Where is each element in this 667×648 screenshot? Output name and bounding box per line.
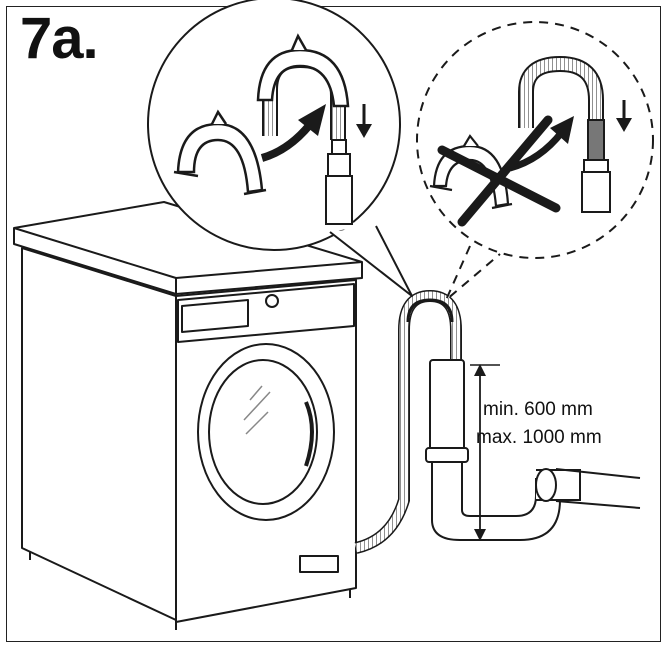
dimension-arrow-down: [474, 529, 486, 541]
cross-icon: [437, 115, 561, 227]
waste-pipe-end: [535, 468, 557, 502]
detergent-drawer: [181, 299, 249, 333]
max-height-label: max. 1000 mm: [476, 427, 602, 448]
service-flap: [299, 555, 339, 573]
drain-hose: [354, 289, 462, 554]
standpipe: [425, 359, 641, 541]
program-knob: [265, 294, 279, 308]
machine-side: [21, 247, 177, 621]
door-glass: [208, 359, 318, 505]
pipe-coupling: [425, 447, 469, 463]
washing-machine: [13, 201, 363, 630]
standpipe-detail: [325, 175, 353, 225]
hose-guide-mounted: [256, 33, 350, 108]
detail-correct: [147, 0, 413, 297]
detail-incorrect: [416, 21, 654, 301]
arrow-down-icon: [616, 100, 632, 132]
arrow-down-icon: [356, 104, 372, 138]
min-height-label: min. 600 mm: [483, 399, 593, 420]
machine-top: [13, 201, 363, 295]
hose-guide-loose: [173, 109, 267, 196]
height-dimension: [470, 364, 500, 541]
step-number: 7a.: [20, 6, 99, 71]
dimension-arrow-up: [474, 364, 486, 376]
